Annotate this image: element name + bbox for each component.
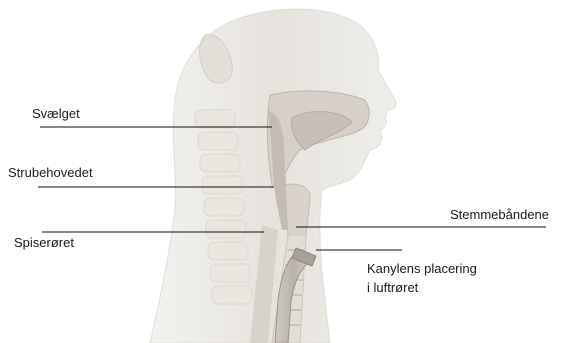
label-cannula-line2: i luftrøret	[367, 280, 418, 296]
label-larynx: Strubehovedet	[8, 165, 93, 181]
label-esophagus: Spiserøret	[14, 235, 74, 251]
label-vocal-cords: Stemmebåndene	[450, 207, 549, 223]
label-cannula-line1: Kanylens placering	[367, 261, 477, 277]
label-pharynx: Svælget	[32, 106, 80, 122]
